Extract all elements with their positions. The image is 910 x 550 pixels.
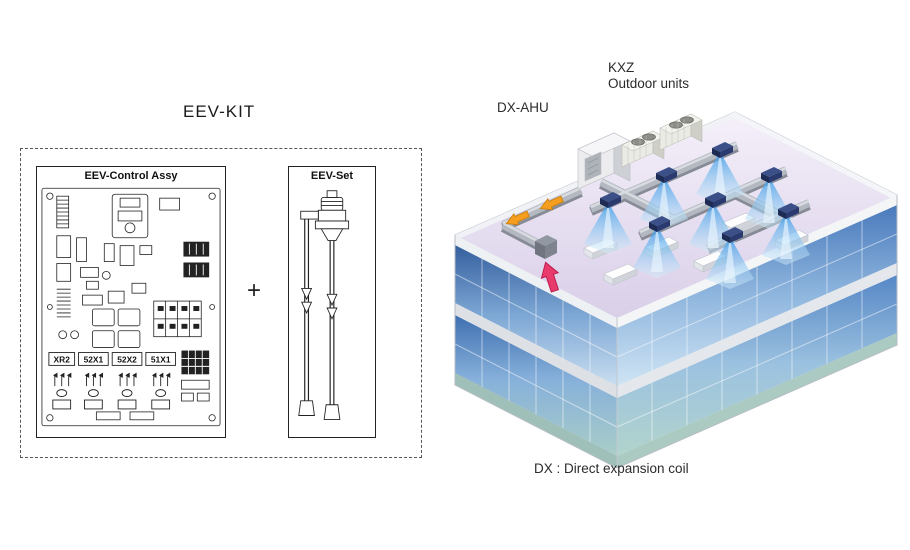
terminal-label-texts: XR2 52X1 52X2 51X1 (54, 354, 171, 364)
eev-valve-body (300, 190, 350, 242)
indoor-unit (689, 192, 737, 254)
eev-control-assy-box: EEV-Control Assy (36, 166, 226, 438)
kxz-label-line2: Outdoor units (608, 76, 690, 91)
relay-cluster (92, 308, 141, 348)
fan-grille (631, 138, 645, 146)
floor-slab (617, 263, 897, 398)
plus-sign: + (247, 277, 262, 304)
eev-control-assy-label: EEV-Control Assy (84, 170, 178, 182)
terminal-label-52x2: 52X2 (117, 354, 137, 364)
floor-slab (617, 195, 897, 328)
refrigerant-tubes (304, 219, 335, 408)
indoor-unit (696, 142, 744, 204)
indoor-unit (706, 227, 754, 289)
dx-caption: DX : Direct expansion coil (534, 461, 689, 476)
floor-slab (455, 235, 617, 328)
connector-pins (181, 243, 210, 375)
kxz-outdoor-units (621, 113, 703, 168)
eev-valve-illustration (298, 190, 350, 420)
dx-ahu-unit (577, 132, 631, 190)
parapet-strip (729, 112, 897, 198)
dx-ahu-label: DX-AHU (497, 100, 549, 115)
floor-slab (455, 303, 617, 398)
indoor-unit (762, 203, 810, 265)
building-walls (454, 111, 898, 469)
base-strip (617, 333, 897, 468)
fan-grille (642, 133, 656, 141)
indoor-unit (745, 167, 793, 229)
kxz-outdoor-units-label: KXZ Outdoor units (608, 60, 689, 92)
pcb-illustration: XR2 52X1 52X2 51X1 (41, 187, 221, 427)
flare-fittings (298, 288, 341, 420)
terminal-label-51x1: 51X1 (151, 354, 171, 364)
airflow-arrow-orange-2 (505, 210, 530, 226)
eev-set-label: EEV-Set (310, 170, 354, 182)
transformer (111, 193, 149, 239)
eev-kit-dashed-box: EEV-Control Assy (20, 148, 422, 458)
terminal-block (153, 300, 202, 338)
pcb-bottom-parts (95, 379, 210, 421)
outdoor-unit (659, 113, 703, 151)
base-strip (455, 373, 617, 468)
indoor-unit (584, 192, 632, 254)
duct-drop-stub (535, 235, 557, 259)
terminal-label-52x1: 52X1 (84, 354, 104, 364)
terminal-label-boxes (48, 352, 176, 366)
eev-kit-title: EEV-KIT (183, 102, 256, 121)
building-illustration (454, 111, 898, 469)
eev-set-box: EEV-Set (288, 166, 376, 438)
airflow-arrow-red (540, 261, 560, 293)
fan-grille (669, 121, 683, 129)
pcb-board (41, 187, 221, 427)
terminal-label-xr2: XR2 (54, 354, 71, 364)
indoor-unit (633, 216, 681, 278)
kxz-label-line1: KXZ (608, 60, 635, 75)
fan-grille (680, 116, 694, 124)
airflow-arrow-orange-1 (539, 195, 564, 211)
indoor-units (584, 142, 810, 289)
indoor-unit (640, 167, 688, 229)
valve-connector-symbols (52, 372, 171, 410)
